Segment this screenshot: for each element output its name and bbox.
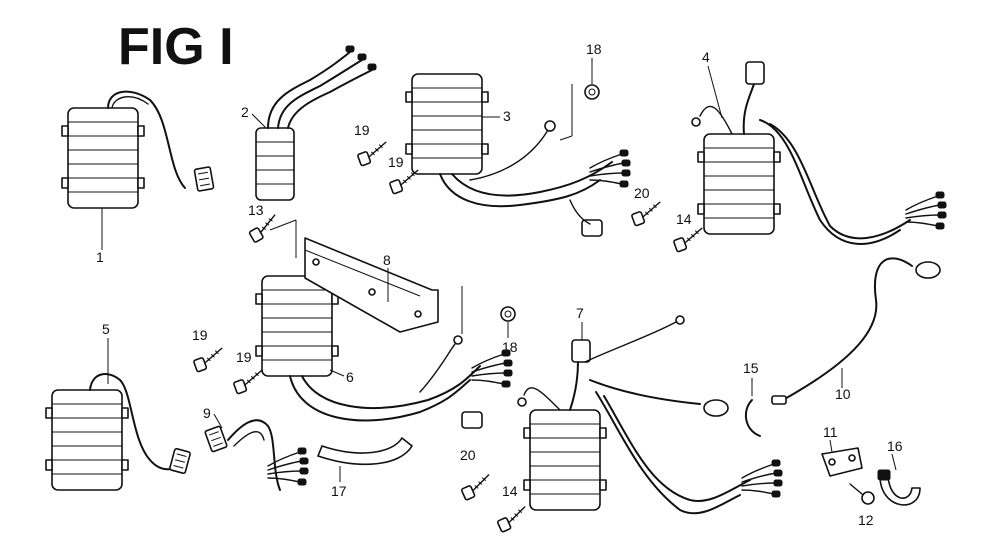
callout-17: 17 — [331, 483, 347, 499]
callout-3: 3 — [503, 108, 511, 124]
callout-19-b: 19 — [388, 154, 404, 170]
callout-18-lower: 18 — [502, 339, 518, 355]
part-20-bolt-lower — [459, 474, 496, 502]
callout-13: 13 — [248, 202, 264, 218]
part-7-regulator-harness — [517, 315, 783, 515]
callout-16: 16 — [887, 438, 903, 454]
part-12-screw — [849, 483, 875, 505]
part-8-mounting-bracket — [304, 237, 439, 333]
part-14-bolt-upper — [671, 227, 708, 253]
part-11-plate — [821, 439, 863, 477]
callout-19-a: 19 — [354, 122, 370, 138]
part-16-band-clamp — [877, 453, 921, 506]
callout-10: 10 — [835, 386, 851, 402]
part-9-connector-harness — [203, 413, 309, 491]
part-4-regulator-harness — [691, 61, 947, 245]
part-17-protective-tube — [316, 436, 414, 482]
part-20-bolt-upper — [629, 201, 666, 227]
callout-6: 6 — [346, 369, 354, 385]
callout-20-lower: 20 — [460, 447, 476, 463]
part-18-nut-upper — [559, 58, 600, 141]
part-19-bolt-c — [191, 347, 228, 373]
part-1-regulator-rectifier — [61, 90, 215, 250]
callout-9: 9 — [203, 405, 211, 421]
part-15-clip — [744, 378, 761, 437]
part-3-regulator-harness — [405, 73, 631, 237]
callout-19-c: 19 — [192, 327, 208, 343]
part-10-cable — [771, 257, 941, 405]
part-19-bolt-d — [231, 369, 268, 395]
callout-11: 11 — [823, 424, 838, 440]
callout-19-d: 19 — [236, 349, 252, 365]
callout-14-upper: 14 — [676, 211, 692, 227]
callout-2: 2 — [241, 104, 249, 120]
part-18-nut-lower — [461, 286, 516, 338]
callout-14-lower: 14 — [502, 483, 518, 499]
callout-20-upper: 20 — [634, 185, 650, 201]
part-13-bolt — [247, 214, 297, 258]
part-6-regulator-rectifier — [255, 275, 513, 429]
part-2-sub-harness — [251, 45, 377, 201]
part-5-regulator-rectifier — [45, 338, 192, 491]
callout-15: 15 — [743, 360, 759, 376]
figure-title: FIG I — [118, 18, 234, 76]
callout-8: 8 — [383, 252, 391, 268]
callout-1: 1 — [96, 249, 104, 265]
callout-12: 12 — [858, 512, 874, 528]
part-19-bolt-a — [355, 141, 392, 167]
callout-18-upper: 18 — [586, 41, 602, 57]
callout-7: 7 — [576, 305, 584, 321]
callout-4: 4 — [702, 49, 710, 65]
part-14-bolt-lower — [495, 506, 532, 534]
callout-5: 5 — [102, 321, 110, 337]
